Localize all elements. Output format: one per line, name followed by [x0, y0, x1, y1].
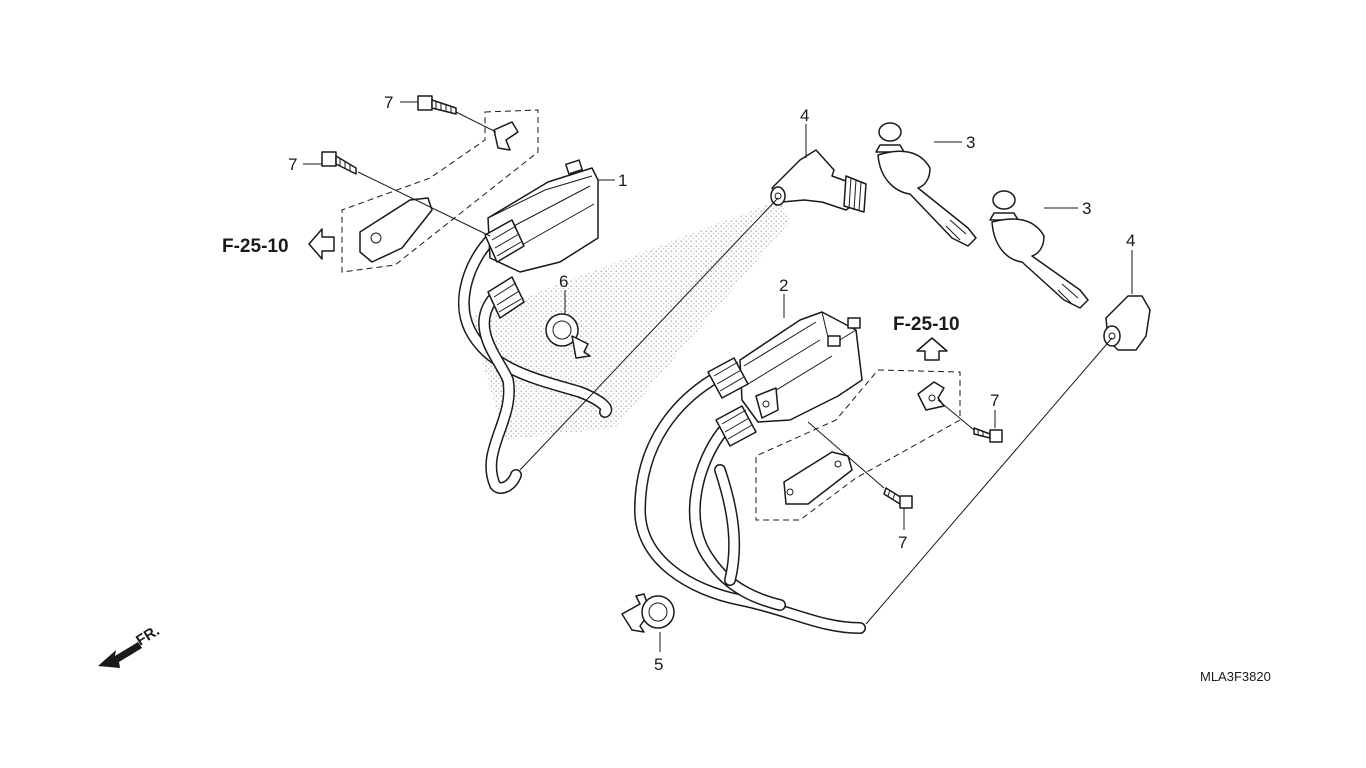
callout-7d: 7 — [898, 533, 907, 552]
bolt-7b[interactable] — [321, 151, 357, 175]
plug-cap-4-lower[interactable] — [1103, 295, 1151, 351]
arrow-up-icon — [916, 337, 948, 361]
bolt-7c[interactable] — [973, 427, 1003, 443]
plug-cap-3-lower[interactable] — [989, 190, 1089, 309]
reference-label-left[interactable]: F-25-10 — [222, 236, 289, 257]
ignition-coil-2[interactable] — [634, 311, 866, 634]
front-arrow-icon — [98, 642, 142, 668]
callout-7b: 7 — [288, 155, 297, 174]
left-clip[interactable] — [493, 121, 519, 151]
wire-clip-5[interactable] — [621, 593, 675, 633]
wire-clip-6[interactable] — [545, 313, 591, 359]
reference-label-right[interactable]: F-25-10 — [893, 314, 960, 335]
callout-6: 6 — [559, 272, 568, 291]
right-dashed-group — [755, 369, 961, 521]
plug-cap-4-upper[interactable] — [770, 149, 867, 213]
leader-lines — [303, 101, 1133, 652]
callout-1: 1 — [618, 171, 627, 190]
right-mount-bracket[interactable] — [783, 451, 853, 505]
callout-4-upper: 4 — [800, 106, 809, 125]
left-dashed-group — [341, 109, 539, 273]
left-mount-bracket[interactable] — [359, 197, 433, 263]
callout-2: 2 — [779, 276, 788, 295]
callout-4-lower: 4 — [1126, 231, 1135, 250]
callout-3-upper: 3 — [966, 133, 975, 152]
callout-7c: 7 — [990, 391, 999, 410]
plug-cap-3-upper[interactable] — [875, 122, 977, 247]
ignition-coil-1[interactable] — [457, 159, 613, 494]
callout-5: 5 — [654, 655, 663, 674]
diagram-code: MLA3F3820 — [1200, 669, 1271, 684]
arrow-left-icon — [308, 228, 335, 260]
bolt-7a[interactable] — [417, 95, 457, 115]
callout-3-lower: 3 — [1082, 199, 1091, 218]
callout-7a: 7 — [384, 93, 393, 112]
front-direction-indicator: FR. — [98, 622, 163, 668]
right-clip[interactable] — [917, 381, 945, 411]
bolt-7d[interactable] — [883, 487, 913, 509]
